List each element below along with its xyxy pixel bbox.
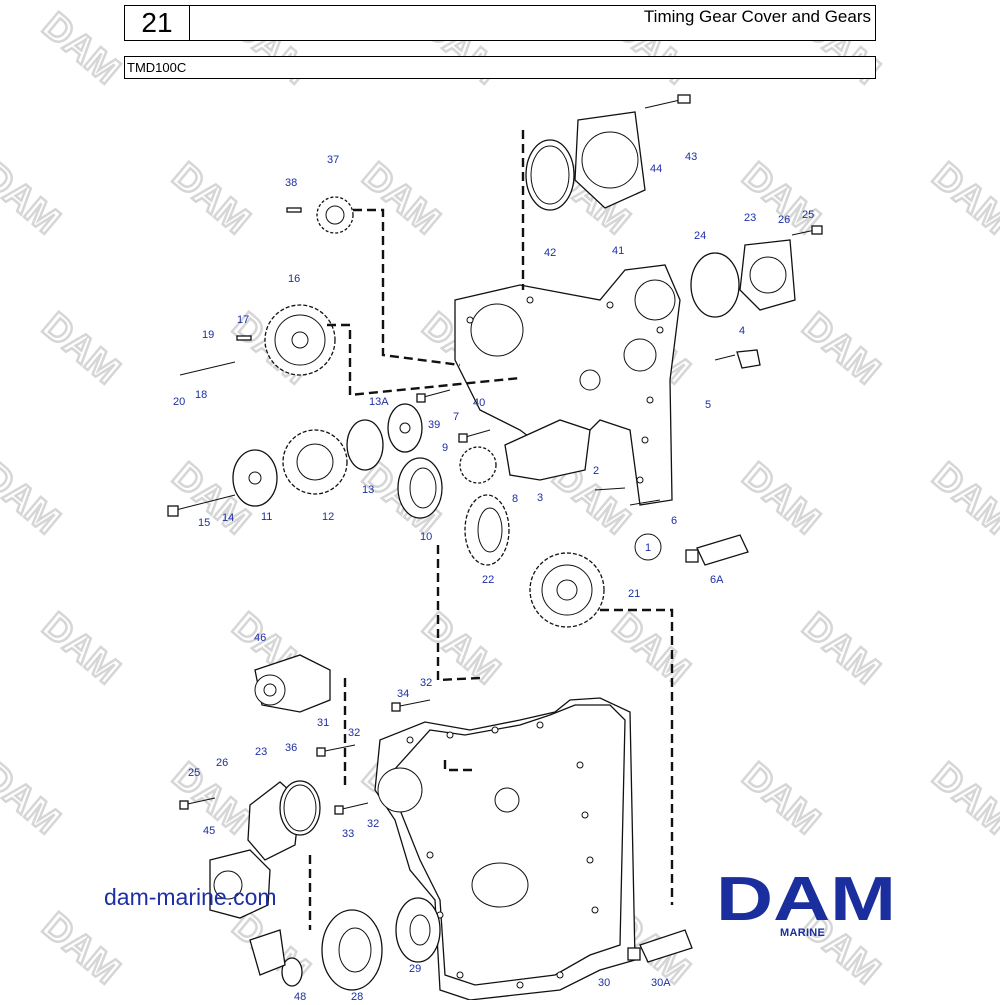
callout-label: 25 (802, 209, 814, 221)
callout-label: 22 (482, 574, 494, 586)
watermark-text: DAM (354, 155, 447, 243)
callout-label: 46 (254, 632, 266, 644)
watermark-text: DAM (0, 155, 68, 243)
callout-label: 32 (420, 677, 432, 689)
callout-label: 23 (255, 746, 267, 758)
hub-13 (346, 419, 384, 471)
model-row: TMD100C (124, 56, 876, 79)
callout-label: 28 (351, 991, 363, 1000)
watermark-text: DAM (604, 605, 697, 693)
sealant-tube-30A (639, 929, 693, 963)
callout-label: 5 (705, 399, 711, 411)
callout-label: 32 (348, 727, 360, 739)
callout-label: 44 (650, 163, 662, 175)
callout-label: 13A (369, 396, 389, 408)
watermark-text: DAM (924, 755, 1000, 843)
watermark-text: DAM (34, 5, 127, 93)
watermark-text: DAM (734, 755, 827, 843)
callout-label: 37 (327, 154, 339, 166)
watermark-text: DAM (794, 305, 887, 393)
callout-label: 1 (645, 542, 651, 554)
website-link[interactable]: dam-marine.com (104, 884, 277, 910)
callout-label: 40 (473, 397, 485, 409)
callout-label: 26 (216, 757, 228, 769)
watermark-text: DAM (924, 455, 1000, 543)
gasket-24 (690, 252, 740, 318)
callout-label: 14 (222, 512, 234, 524)
callout-label: 4 (739, 325, 745, 337)
callout-label: 8 (512, 493, 518, 505)
callout-label: 24 (694, 230, 706, 242)
callout-label: 6 (671, 515, 677, 527)
callout-label: 23 (744, 212, 756, 224)
callout-label: 15 (198, 517, 210, 529)
brand-subtitle: MARINE (780, 927, 826, 939)
callout-label: 39 (428, 419, 440, 431)
watermark-text: DAM (734, 455, 827, 543)
callout-label: 21 (628, 588, 640, 600)
page-title: Timing Gear Cover and Gears (643, 7, 871, 26)
callout-label: 13 (362, 484, 374, 496)
callout-label: 2 (593, 465, 599, 477)
callout-label: 43 (685, 151, 697, 163)
watermark-text: DAM (924, 155, 1000, 243)
callout-label: 48 (294, 991, 306, 1000)
callout-label: 42 (544, 247, 556, 259)
gear-8 (459, 446, 497, 484)
callout-label: 11 (261, 511, 272, 523)
gear-housing (454, 264, 681, 506)
watermark-text: DAM (0, 755, 68, 843)
sealant-tube-6A (696, 534, 749, 566)
watermark-text: DAM (34, 905, 127, 993)
callout-label: 20 (173, 396, 185, 408)
watermark-text: DAM (34, 605, 127, 693)
brand-logo-text: DAM (716, 868, 896, 928)
callout-label: 31 (317, 717, 329, 729)
callout-label: 30A (651, 977, 671, 989)
callout-label: 19 (202, 329, 214, 341)
callout-label: 18 (195, 389, 207, 401)
watermark-text: DAM (0, 455, 68, 543)
callout-label: 34 (397, 688, 409, 700)
watermark-text: DAM (164, 155, 257, 243)
brand-logo: DAM (716, 868, 896, 928)
callout-label: 38 (285, 177, 297, 189)
model-label: TMD100C (127, 60, 187, 75)
callout-label: 9 (442, 442, 448, 454)
callout-label: 10 (420, 531, 432, 543)
watermark-text: DAM (794, 605, 887, 693)
callout-label: 30 (598, 977, 610, 989)
page-number: 21 (125, 6, 190, 40)
pump-3 (504, 419, 591, 481)
callout-label: 41 (612, 245, 624, 257)
callout-label: 12 (322, 511, 334, 523)
callout-label: 16 (288, 273, 300, 285)
callout-label: 33 (342, 828, 354, 840)
callout-label: 26 (778, 214, 790, 226)
callout-label: 32 (367, 818, 379, 830)
callout-label: 6A (710, 574, 724, 586)
callout-label: 7 (453, 411, 459, 423)
callout-label: 45 (203, 825, 215, 837)
watermark-text: DAM (34, 305, 127, 393)
callout-label: 36 (285, 742, 297, 754)
callout-label: 25 (188, 767, 200, 779)
callout-label: 29 (409, 963, 421, 975)
callout-label: 3 (537, 492, 543, 504)
callout-label: 17 (237, 314, 249, 326)
header-row: 21 Timing Gear Cover and Gears (124, 5, 876, 41)
